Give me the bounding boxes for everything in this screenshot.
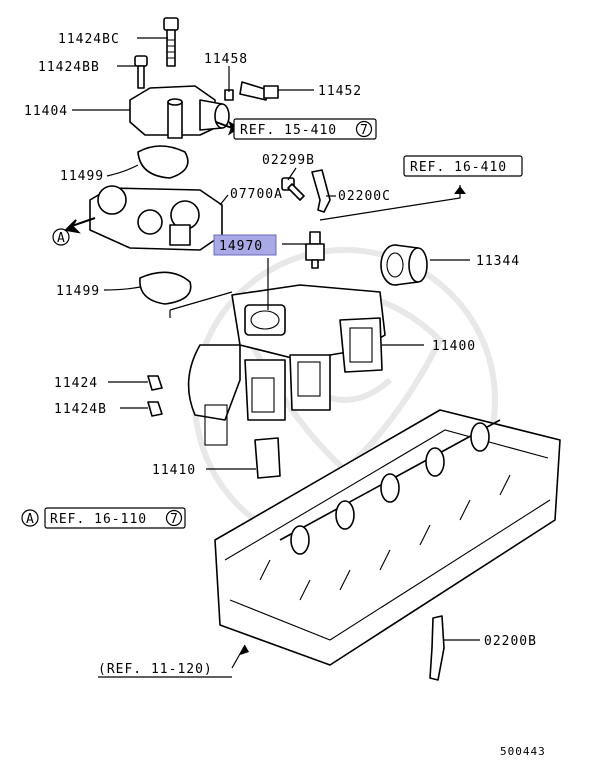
- ref-box-15-410[interactable]: REF. 15-410 7: [233, 118, 377, 140]
- marker-a-bottom-text: A: [26, 512, 35, 527]
- cylinder-head[interactable]: [214, 409, 561, 666]
- label-07700a: 07700A: [230, 187, 283, 202]
- ref-16-110-text: REF. 16-110: [50, 512, 147, 527]
- highlight-14970: [213, 234, 277, 256]
- bolt-11424bc[interactable]: [163, 17, 179, 67]
- label-11499-top: 11499: [60, 169, 104, 184]
- label-11458: 11458: [204, 52, 248, 67]
- label-11499-bottom: 11499: [56, 284, 100, 299]
- arrow-ref-11-120: [240, 645, 249, 655]
- bracket-02200b[interactable]: [429, 615, 445, 681]
- label-11344: 11344: [476, 254, 520, 269]
- label-11424b: 11424B: [54, 402, 107, 417]
- ref-16-110-circle-number: 7: [170, 512, 179, 527]
- marker-a-top[interactable]: A: [52, 228, 70, 246]
- bolt-11424bb[interactable]: [134, 55, 148, 89]
- bracket-02200c[interactable]: [311, 169, 331, 213]
- ref-16-410-text: REF. 16-410: [410, 160, 507, 175]
- label-02299b: 02299B: [262, 153, 315, 168]
- gasket-11410[interactable]: [254, 437, 281, 479]
- sensor-11452[interactable]: [239, 81, 279, 101]
- thermostat-housing-11404[interactable]: [129, 85, 230, 139]
- marker-a-top-text: A: [57, 231, 66, 246]
- thermostat-case-07700a[interactable]: [89, 185, 223, 251]
- bolt-02299b[interactable]: [281, 177, 305, 201]
- pipe-11344[interactable]: [380, 244, 428, 286]
- ref-11-120-text[interactable]: (REF. 11-120): [98, 662, 213, 677]
- gasket-11499-bottom[interactable]: [139, 271, 192, 305]
- arrow-to-a: [63, 217, 96, 234]
- ref-15-410-text: REF. 15-410: [240, 123, 337, 138]
- label-11424bb: 11424BB: [38, 60, 100, 75]
- sensor-14970[interactable]: [305, 231, 325, 269]
- label-11452: 11452: [318, 84, 362, 99]
- label-11400: 11400: [432, 339, 476, 354]
- water-manifold-11400[interactable]: [187, 284, 386, 446]
- ref-15-410-circle-number: 7: [360, 123, 369, 138]
- ref-box-16-410[interactable]: REF. 16-410: [403, 155, 523, 177]
- label-11424bc: 11424BC: [58, 32, 120, 47]
- label-11404: 11404: [24, 104, 68, 119]
- gasket-11499-top[interactable]: [137, 145, 189, 179]
- label-14970[interactable]: 14970: [219, 239, 263, 254]
- arrow-ref-16-410: [454, 186, 466, 194]
- label-11410: 11410: [152, 463, 196, 478]
- label-02200c: 02200C: [338, 189, 391, 204]
- ref-box-16-110[interactable]: A REF. 16-110 7: [21, 507, 186, 529]
- bolt-11424[interactable]: [147, 375, 163, 391]
- bolt-11424b[interactable]: [147, 401, 163, 417]
- label-11424: 11424: [54, 376, 98, 391]
- label-02200b: 02200B: [484, 634, 537, 649]
- document-number: 500443: [500, 745, 546, 758]
